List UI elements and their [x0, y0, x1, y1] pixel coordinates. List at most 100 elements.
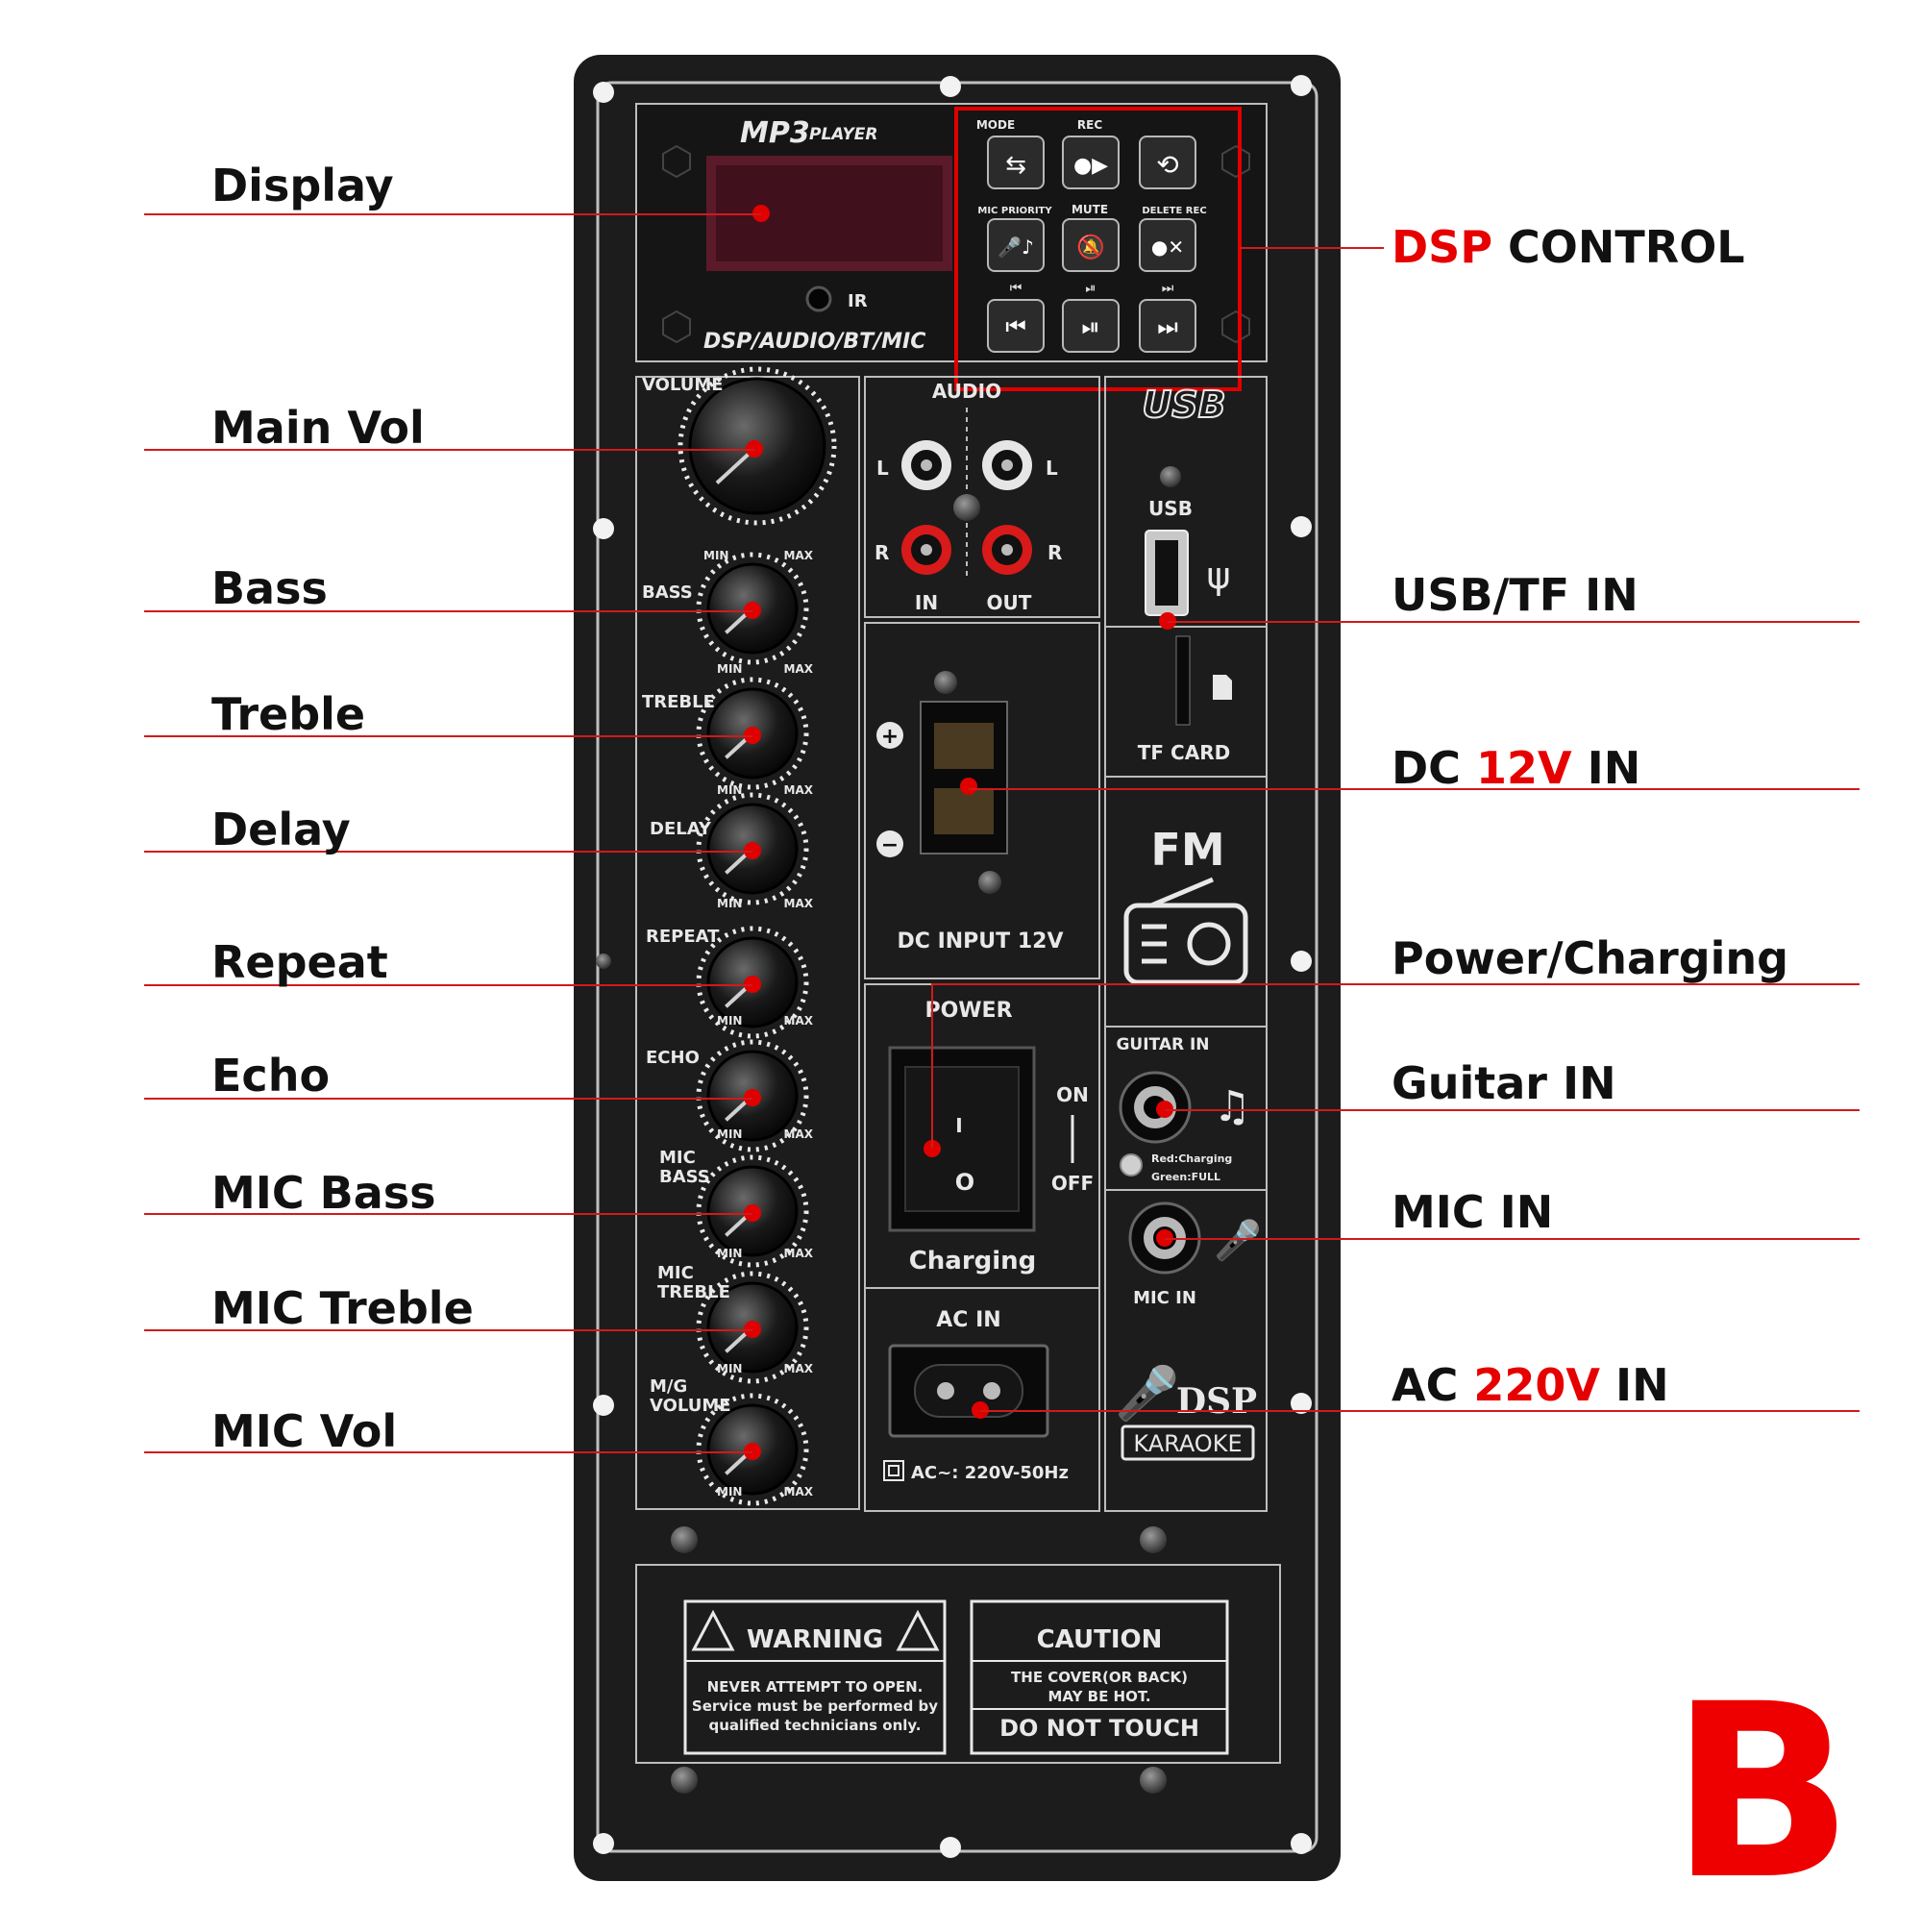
leader-repeat [144, 984, 752, 986]
rca-jacks[interactable] [901, 440, 1032, 575]
callout-display: Display [211, 160, 394, 211]
mode-button[interactable]: ⇆ [987, 136, 1045, 189]
previous-button[interactable]: ⏮ [987, 299, 1045, 353]
dsp-logo: DSP [1176, 1381, 1257, 1422]
warning-line1: NEVER ATTEMPT TO OPEN. [707, 1678, 924, 1696]
callout-ac-voltage: 220V [1473, 1359, 1600, 1411]
knob-label: TREBLE [642, 692, 715, 712]
ac-rating: AC~: 220V-50Hz [911, 1463, 1069, 1483]
callout-dc-voltage: 12V [1475, 742, 1572, 794]
callout-repeat: Repeat [211, 936, 388, 988]
caution-title: CAUTION [1037, 1625, 1163, 1654]
button-label-rec: REC [1077, 118, 1102, 132]
leader-mic-bass [144, 1213, 752, 1215]
next-button[interactable]: ⏭ [1139, 299, 1196, 353]
usb-screw [1160, 466, 1181, 487]
dc-screw-top [934, 671, 957, 694]
leader-mic-in [1165, 1238, 1860, 1240]
power-switch-on-mark: I [955, 1114, 962, 1137]
knob-label: BASS [642, 582, 693, 603]
dc-plus-badge [876, 722, 903, 749]
usb-port-slot [1155, 540, 1178, 606]
power-off-label: OFF [1051, 1172, 1094, 1195]
charging-label: Charging [909, 1247, 1037, 1276]
knob-max-label: MAX [784, 783, 814, 797]
knob-min-label: MIN [717, 1014, 742, 1028]
power-rocker [904, 1066, 1020, 1212]
leader-treble [144, 735, 752, 737]
knob-scale [696, 1271, 809, 1384]
callout-mic-in: MIC IN [1392, 1186, 1554, 1238]
delete-rec-button[interactable]: ●✕ [1139, 218, 1196, 272]
panel-screws [596, 954, 1167, 1794]
knob-max-label: MAX [784, 1362, 814, 1375]
callout-ac-post: IN [1600, 1359, 1669, 1411]
leader-echo [144, 1098, 752, 1100]
ac-in-label: AC IN [936, 1308, 1000, 1332]
charging-led [1120, 1153, 1143, 1177]
next-icon: ⏭ [1157, 313, 1178, 340]
knob-treble[interactable]: TREBLE MIN MAX [642, 677, 814, 797]
module-hexes [662, 144, 1250, 344]
ac-section [864, 1287, 1100, 1512]
audio-in-label: IN [915, 591, 938, 614]
power-title: POWER [924, 999, 1012, 1023]
leader-ac-in [980, 1410, 1860, 1412]
warning-box [683, 1599, 947, 1755]
dc-screw-bottom [978, 871, 1001, 894]
tf-card-slot[interactable] [1175, 635, 1191, 726]
mute-button[interactable]: 🔕 [1062, 218, 1120, 272]
leader-guitar-in [1165, 1109, 1860, 1111]
module-name: DSP/AUDIO/BT/MIC [703, 330, 925, 354]
guitar-jack[interactable] [1119, 1071, 1192, 1144]
leader-dsp-control [1240, 247, 1384, 249]
tf-card-label: TF CARD [1138, 741, 1230, 764]
leader-display [144, 213, 761, 215]
double-insulation-icon [883, 1460, 904, 1481]
callout-mic-bass: MIC Bass [211, 1167, 436, 1219]
karaoke-mic-icon: 🎤 [1115, 1362, 1179, 1424]
callout-ac-pre: AC [1392, 1359, 1474, 1411]
knob-max-label: MAX [784, 1247, 814, 1260]
knob-label: DELAY [650, 819, 712, 839]
dc-minus-badge [876, 830, 903, 857]
callout-dsp-control-accent: DSP [1392, 221, 1493, 273]
power-switch-off-mark: O [955, 1169, 974, 1196]
audio-in-left: L [876, 457, 889, 480]
callout-power-charging: Power/Charging [1392, 932, 1789, 984]
previous-small-icon: ⏮ [1010, 281, 1023, 296]
audio-out-right: R [1047, 541, 1062, 564]
caution-line2: MAY BE HOT. [1047, 1688, 1150, 1705]
dsp-control-highlight [954, 107, 1242, 391]
repeat-button[interactable]: ⟲ [1139, 136, 1196, 189]
leader-bass [144, 610, 752, 612]
dsp-button-grid[interactable]: ⇆ ●▶ ⟲ 🎤♪ 🔕 ●✕ ⏮ ⏯ ⏭ ⏮ ⏯ ⏭ [987, 136, 1196, 353]
callout-guitar-in: Guitar IN [1392, 1057, 1616, 1109]
label-area [635, 1564, 1281, 1764]
rec-button[interactable]: ●▶ [1062, 136, 1120, 189]
play-pause-button[interactable]: ⏯ [1062, 299, 1120, 353]
knob-min-label: MIN [717, 897, 742, 910]
next-small-icon: ⏭ [1162, 281, 1174, 296]
callout-dc-pre: DC [1392, 742, 1476, 794]
audio-out-left: L [1046, 457, 1058, 480]
warning-line3: qualified technicians only. [708, 1717, 921, 1734]
dc-terminal-minus [934, 788, 994, 834]
warning-line2: Service must be performed by [692, 1697, 938, 1715]
button-label-delete-rec: DELETE REC [1142, 206, 1206, 216]
knob-min-label: MIN [717, 783, 742, 797]
play-pause-small-icon: ⏯ [1085, 281, 1096, 296]
warning-triangle-right-icon [896, 1609, 940, 1651]
callout-dc-in: DC 12V IN [1392, 746, 1640, 790]
dc-terminal-plus [934, 723, 994, 769]
knob-min-label: MIN [717, 1362, 742, 1375]
callout-ac-in: AC 220V IN [1392, 1363, 1669, 1407]
ir-receiver [805, 285, 832, 312]
mic-section [1104, 1189, 1268, 1512]
variant-letter: B [1670, 1652, 1854, 1932]
mic-priority-button[interactable]: 🎤♪ [987, 218, 1045, 272]
mic-priority-icon: 🎤♪ [998, 235, 1034, 259]
